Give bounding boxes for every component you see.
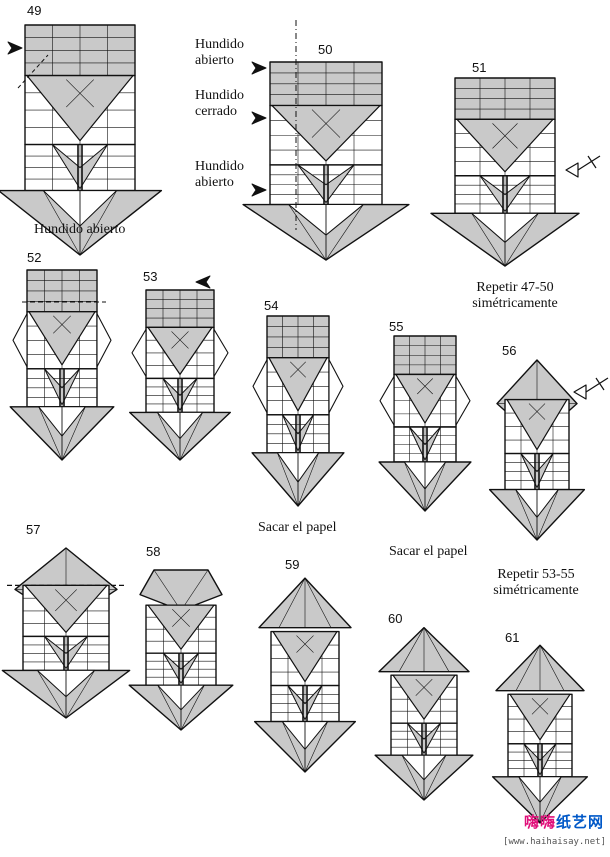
step-number-56: 56 — [502, 343, 517, 358]
figure-step-54 — [251, 315, 345, 507]
step-number-52: 52 — [27, 250, 42, 265]
caption-50-closed-line1: Hundido — [195, 88, 244, 103]
caption-50-open-bottom-line1: Hundido — [195, 159, 244, 174]
caption-50-open-top-line2: abierto — [195, 53, 234, 68]
watermark-logo: 嗨嗨纸艺网 — [523, 814, 604, 831]
figure-step-53 — [128, 289, 232, 461]
push-arrow-51 — [565, 155, 601, 178]
caption-56-line2: simétricamente — [493, 583, 579, 598]
step-number-53: 53 — [143, 269, 158, 284]
step-number-61: 61 — [505, 630, 520, 645]
arrow-53 — [195, 275, 211, 289]
caption-50-closed-line2: cerrado — [195, 104, 237, 119]
step-number-50: 50 — [318, 42, 333, 57]
figure-step-59 — [253, 577, 357, 773]
step-number-54: 54 — [264, 298, 279, 313]
caption-55: Sacar el papel — [389, 544, 468, 559]
figure-step-61 — [491, 644, 589, 824]
arrow-49 — [7, 41, 23, 55]
step-number-51: 51 — [472, 60, 487, 75]
figure-step-51 — [430, 77, 580, 267]
step-number-60: 60 — [388, 611, 403, 626]
step-number-55: 55 — [389, 319, 404, 334]
caption-51-line2: simétricamente — [472, 296, 558, 311]
arrow-50-closed — [251, 111, 267, 125]
figure-step-58 — [128, 569, 234, 731]
figure-step-60 — [374, 626, 474, 801]
figure-step-57 — [1, 547, 131, 719]
step-number-59: 59 — [285, 557, 300, 572]
caption-50-open-bottom-line2: abierto — [195, 175, 234, 190]
caption-49: Hundido abierto — [34, 222, 126, 237]
step-number-58: 58 — [146, 544, 161, 559]
caption-54: Sacar el papel — [258, 520, 337, 535]
figure-step-49 — [0, 24, 163, 256]
step-number-49: 49 — [27, 3, 42, 18]
step-number-57: 57 — [26, 522, 41, 537]
figure-step-55 — [378, 335, 472, 512]
caption-56-line1: Repetir 53-55 — [497, 567, 575, 582]
arrow-50-open-bottom — [251, 183, 267, 197]
figure-step-52 — [9, 269, 115, 461]
caption-51-line1: Repetir 47-50 — [476, 280, 554, 295]
push-arrow-56 — [573, 377, 609, 400]
figure-step-50 — [242, 61, 410, 261]
crease-49 — [17, 54, 49, 89]
caption-50-open-top-line1: Hundido — [195, 37, 244, 52]
watermark-url: [www.haihaisay.net] — [503, 837, 606, 847]
figure-step-56 — [488, 359, 586, 541]
arrow-50-open-top — [251, 61, 267, 75]
